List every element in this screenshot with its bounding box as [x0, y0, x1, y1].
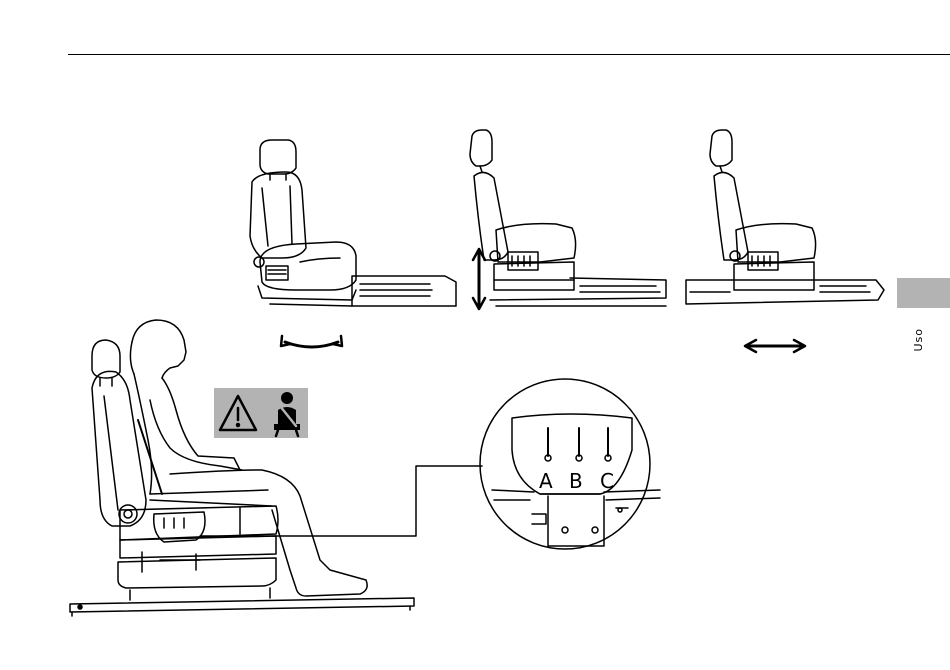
seat-swivel-figure	[250, 140, 456, 347]
warning-panel	[214, 388, 308, 438]
callout-magnifier: A B C	[480, 379, 660, 549]
seat-slide-figure	[686, 130, 884, 352]
callout-label-a: A	[539, 469, 553, 493]
callout-label-b: B	[569, 469, 583, 493]
callout-leader	[200, 466, 482, 536]
seat-height-figure	[470, 130, 666, 309]
callout-label-c: C	[600, 469, 614, 493]
seated-driver-figure	[70, 320, 414, 616]
